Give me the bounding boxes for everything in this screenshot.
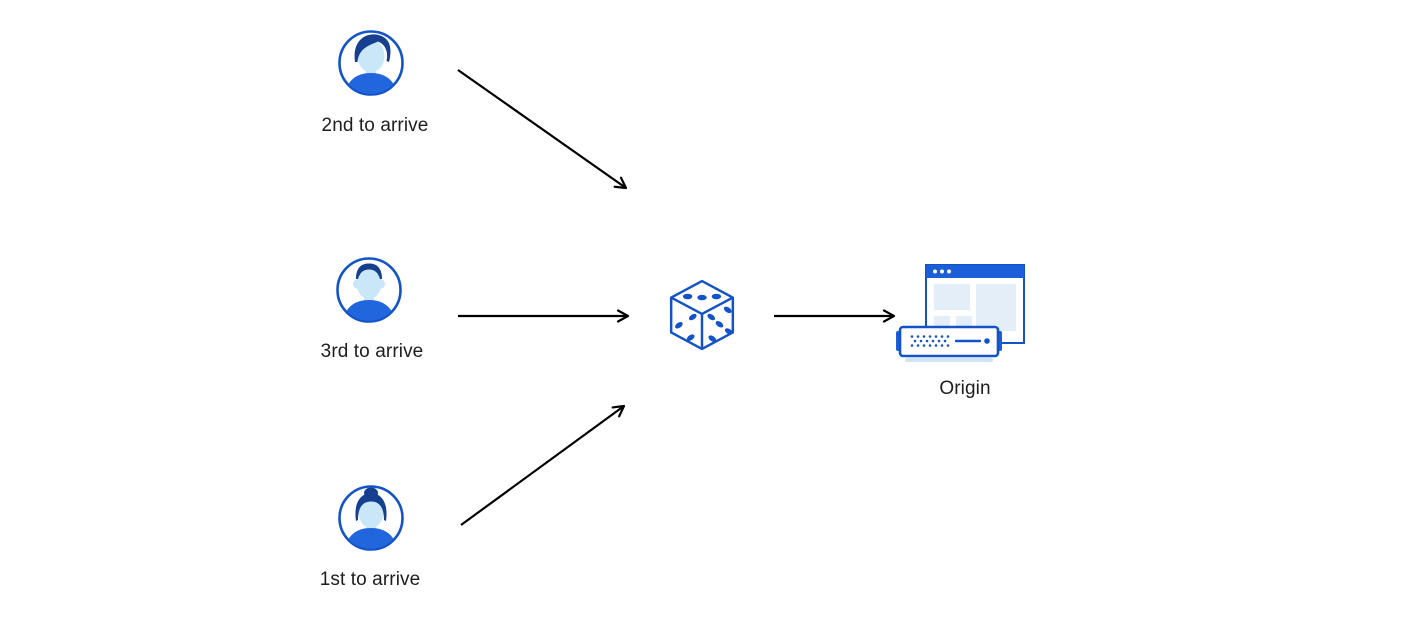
person-avatar-icon (338, 485, 404, 551)
person-avatar-icon (338, 30, 404, 96)
arrow-second-to-dice (457, 69, 628, 190)
server-appliance (896, 325, 1002, 362)
label-second-arrival: 2nd to arrive (321, 115, 429, 136)
node-second-arrival (336, 28, 406, 98)
arrow-first-to-dice (460, 404, 626, 526)
person-avatar-icon (336, 257, 402, 323)
label-first-arrival: 1st to arrive (319, 569, 421, 590)
label-third-arrival: 3rd to arrive (320, 341, 424, 362)
node-origin (896, 263, 1030, 365)
dice-icon (669, 279, 735, 351)
node-randomizer (666, 278, 738, 352)
node-third-arrival (334, 255, 404, 325)
label-origin: Origin (939, 378, 991, 399)
origin-server-icon (896, 264, 1025, 362)
node-first-arrival (336, 483, 406, 553)
browser-titlebar (926, 265, 1024, 278)
